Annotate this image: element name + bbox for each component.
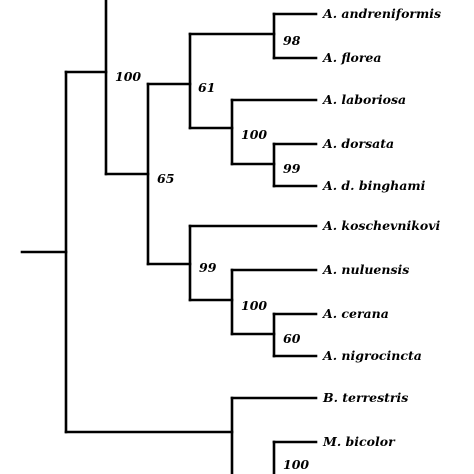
taxon-label-koschevnikovi: A. koschevnikovi: [322, 218, 440, 233]
taxon-label-nigrocincta: A. nigrocincta: [322, 348, 422, 363]
support-value-cerana-pair: 60: [283, 331, 301, 346]
taxon-label-terrestris: B. terrestris: [322, 390, 408, 405]
support-value-cavity: 65: [157, 171, 174, 186]
taxon-label-laboriosa: A. laboriosa: [322, 92, 406, 107]
taxon-label-florea: A. florea: [322, 50, 381, 65]
support-value-dwarf: 98: [283, 33, 301, 48]
support-value-outgroup: 100: [283, 457, 309, 472]
taxon-label-cerana: A. cerana: [322, 306, 389, 321]
taxon-label-dorsata: A. dorsata: [322, 136, 394, 151]
support-value-apis: 100: [115, 69, 141, 84]
support-value-cerana-subgroup: 100: [241, 298, 267, 313]
support-value-dwarf-giant: 61: [198, 80, 215, 95]
taxon-label-binghami: A. d. binghami: [322, 178, 426, 193]
taxon-label-andreniformis: A. andreniformis: [322, 6, 441, 21]
support-value-giant: 100: [241, 127, 267, 142]
taxon-label-bicolor: M. bicolor: [322, 434, 396, 449]
support-value-cerana-group: 99: [199, 260, 217, 275]
taxon-label-nuluensis: A. nuluensis: [322, 262, 409, 277]
support-value-dorsata-pair: 99: [283, 161, 301, 176]
